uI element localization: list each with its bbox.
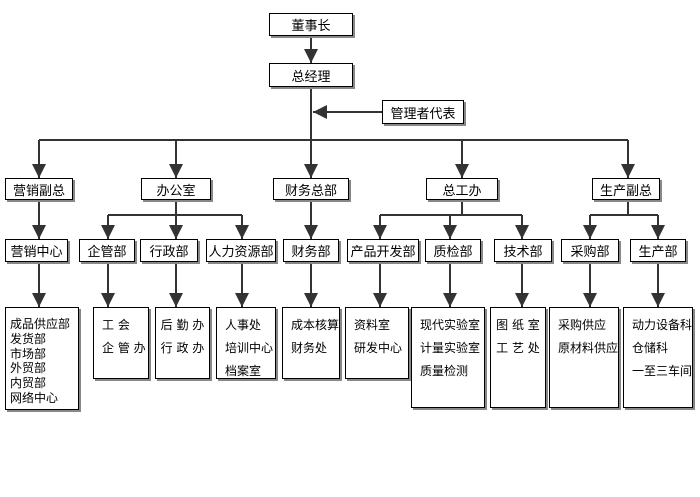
units-hr: 人事处 培训中心 档案室	[216, 307, 276, 379]
unit-item: 档案室	[225, 364, 262, 378]
node-production: 生产部	[630, 239, 686, 262]
node-sales-center: 营销中心	[5, 239, 68, 262]
unit-item: 企 管 办	[102, 341, 146, 355]
node-general-manager: 总经理	[269, 63, 353, 87]
node-admin: 行政部	[140, 239, 198, 262]
unit-item: 质量检测	[420, 364, 469, 378]
unit-item: 市场部	[10, 346, 47, 361]
unit-item: 内贸部	[10, 376, 47, 391]
units-finance: 成本核算 财务处	[282, 307, 340, 379]
unit-item: 研发中心	[354, 341, 403, 355]
unit-item: 计量实验室	[420, 341, 481, 355]
units-purchasing: 采购供应 原材料供应	[549, 307, 619, 408]
node-management-representative: 管理者代表	[382, 100, 464, 124]
units-enterprise: 工 会 企 管 办	[93, 307, 149, 379]
node-finance-head: 财务总部	[273, 178, 349, 200]
unit-item: 培训中心	[225, 341, 274, 355]
node-production-vp: 生产副总	[592, 178, 660, 200]
unit-item: 动力设备科	[632, 318, 693, 332]
unit-item: 成品供应部	[10, 317, 71, 331]
unit-item: 行 政 办	[160, 341, 205, 355]
node-finance: 财务部	[283, 239, 339, 262]
node-sales-vp: 营销副总	[5, 178, 73, 200]
node-hr: 人力资源部	[206, 239, 276, 262]
node-technical: 技术部	[494, 239, 552, 262]
node-office: 办公室	[141, 178, 211, 200]
unit-item: 一至三车间	[632, 364, 693, 378]
unit-item: 财务处	[291, 341, 328, 355]
unit-item: 网络中心	[10, 390, 59, 405]
unit-item: 人事处	[225, 318, 262, 332]
units-quality: 现代实验室 计量实验室 质量检测	[411, 307, 485, 408]
unit-item: 采购供应	[558, 318, 607, 332]
unit-item: 原材料供应	[558, 341, 619, 355]
units-product-dev: 资料室 研发中心	[345, 307, 409, 379]
unit-item: 成本核算	[291, 318, 340, 332]
unit-item: 发货部	[10, 331, 47, 346]
node-product-dev: 产品开发部	[347, 239, 419, 262]
unit-item: 图 纸 室	[496, 318, 540, 332]
units-technical: 图 纸 室 工 艺 处	[490, 307, 546, 408]
units-sales: 成品供应部 发货部 市场部 外贸部 内贸部 网络中心	[5, 307, 79, 410]
unit-item: 工 艺 处	[496, 341, 540, 355]
unit-item: 资料室	[354, 318, 391, 332]
node-quality: 质检部	[425, 239, 481, 262]
unit-item: 仓储科	[632, 341, 669, 355]
units-production: 动力设备科 仓储科 一至三车间	[623, 307, 693, 408]
node-chairman: 董事长	[269, 13, 353, 36]
node-purchasing: 采购部	[561, 239, 619, 262]
units-admin: 后 勤 办 行 政 办	[155, 307, 210, 379]
unit-item: 工 会	[102, 318, 130, 332]
unit-item: 外贸部	[10, 361, 47, 376]
node-chief-engineer-office: 总工办	[426, 178, 498, 200]
unit-item: 现代实验室	[420, 318, 481, 332]
unit-item: 后 勤 办	[160, 318, 205, 332]
node-enterprise-management: 企管部	[79, 239, 135, 262]
